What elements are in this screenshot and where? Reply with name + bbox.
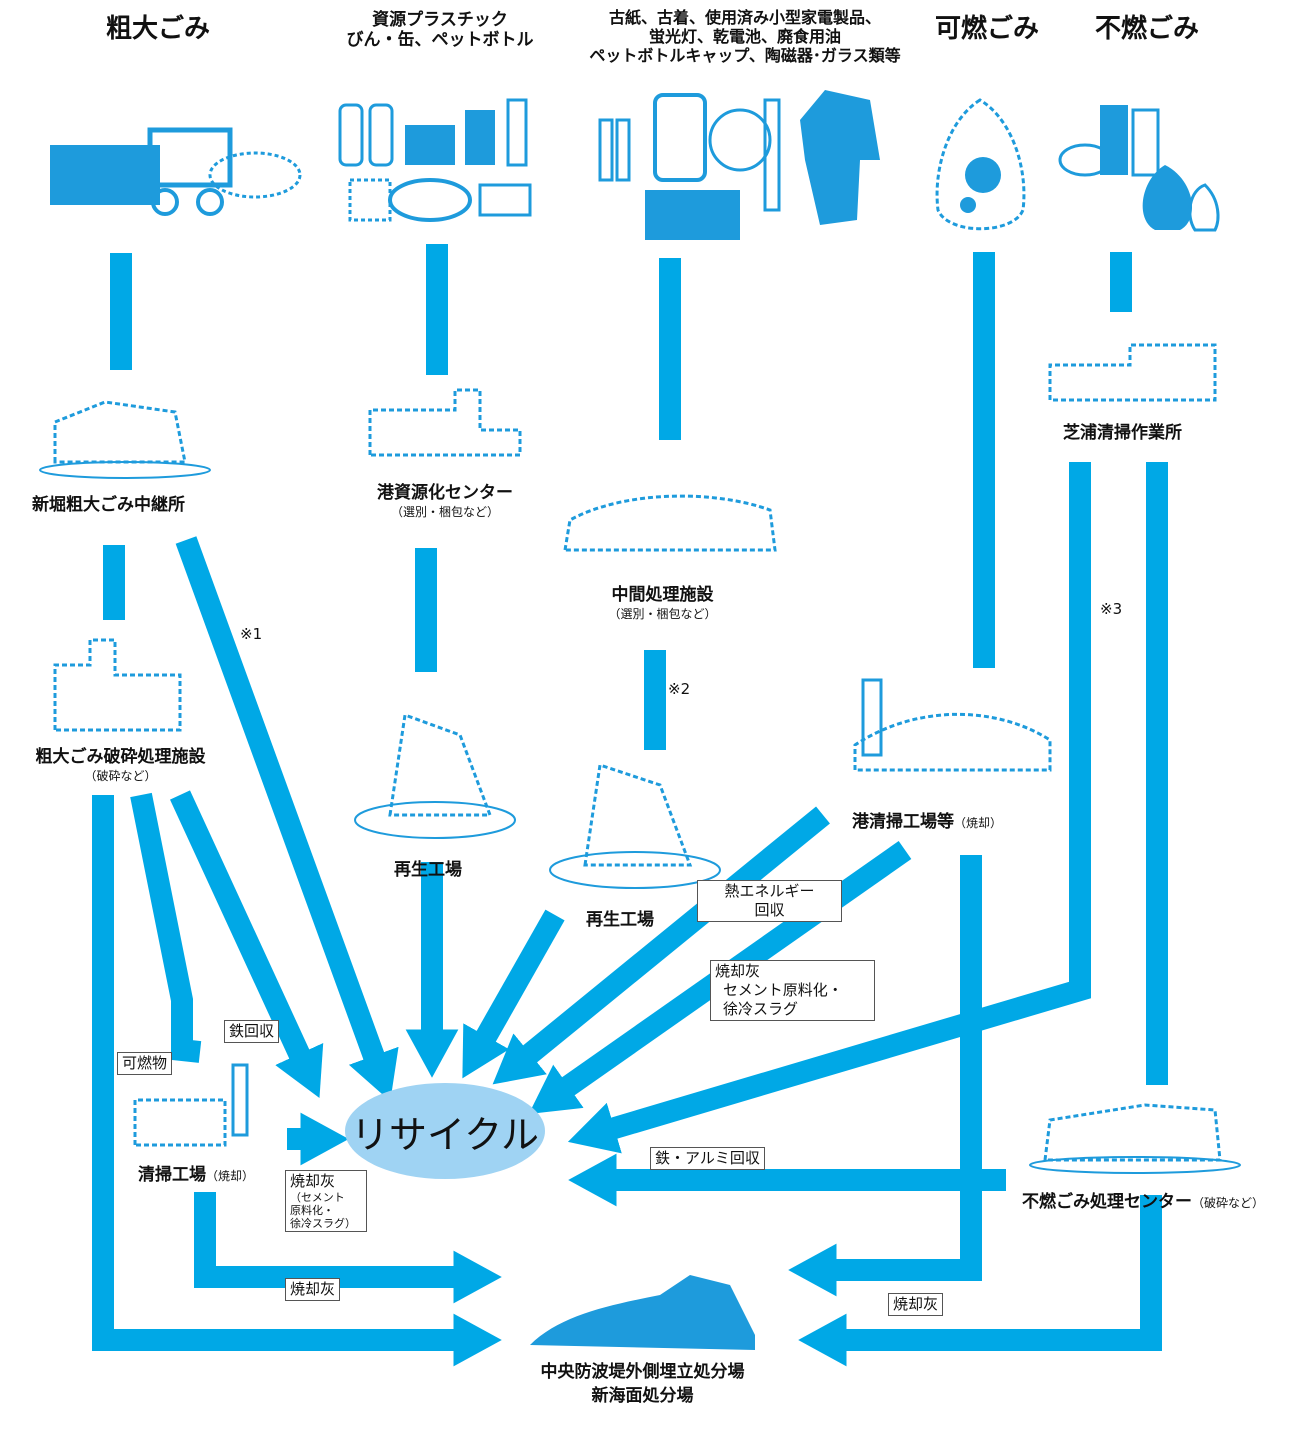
facility-minato-incinerator: 港清掃工場等（焼却） (852, 807, 1002, 832)
arrow-heat-recovery (492, 806, 830, 1085)
facility-nonburnable-center-name: 不燃ごみ処理センター (1022, 1192, 1192, 1212)
arrow-shinbori-recycle (175, 536, 399, 1102)
header-misc-line2: 蛍光灯、乾電池、廃食用油 (648, 27, 841, 46)
facility-intermediate-name: 中間処理施設 (611, 585, 714, 605)
label-ash-small-title: 焼却灰 (290, 1172, 336, 1190)
arrow-crushing-iron (170, 790, 324, 1098)
label-ash-cement-line2: 徐冷スラグ (723, 1000, 799, 1018)
label-heat-line1: 熱エネルギー (724, 882, 815, 900)
facility-crushing-sub: （破砕など） (84, 769, 157, 783)
bottles-illustration (338, 98, 532, 222)
header-nonburnable: 不燃ごみ (1095, 14, 1200, 44)
minato-incinerator-illustration (853, 678, 1052, 772)
intermediate-building-illustration (563, 494, 777, 552)
arrow-shibaura-recycle (567, 462, 1091, 1154)
facility-crushing-name: 粗大ごみ破砕処理施設 (35, 747, 206, 767)
label-heat-recovery: 熱エネルギー 回収 (697, 880, 842, 922)
facility-shinbori: 新堀粗大ごみ中継所 (32, 495, 185, 515)
landfill-illustration (530, 1275, 755, 1350)
label-ash-small-line2: 原料化・ (290, 1204, 334, 1217)
recycle-center-label: リサイクル (350, 1112, 540, 1157)
label-ash-right: 焼却灰 (888, 1293, 944, 1316)
header-misc-line3: ペットボトルキャップ、陶磁器･ガラス類等 (589, 46, 901, 65)
facility-landfill-line2: 新海面処分場 (591, 1386, 694, 1406)
shibaura-building-illustration (1048, 343, 1217, 402)
facility-incinerator-sub: （焼却） (206, 1169, 255, 1183)
label-combustibles: 可燃物 (117, 1052, 173, 1075)
nonburnable-items-illustration (1058, 105, 1220, 232)
incinerator-illustration (133, 1063, 249, 1147)
crushing-building-illustration (53, 638, 182, 732)
facility-intermediate: 中間処理施設 （選別・梱包など） (580, 580, 745, 622)
facility-crushing: 粗大ごみ破砕処理施設 （破砕など） (8, 742, 233, 784)
minato-resource-building-illustration (368, 388, 522, 457)
facility-nonburnable-center-sub: （破砕など） (1192, 1196, 1265, 1210)
label-iron-recovery: 鉄回収 (224, 1020, 280, 1043)
header-oversized: 粗大ごみ (106, 14, 211, 44)
header-misc-line1: 古紙、古着、使用済み小型家電製品、 (608, 8, 881, 27)
label-ash-left: 焼却灰 (285, 1278, 341, 1301)
label-ash-cement-line1: セメント原料化・ (723, 981, 843, 999)
header-burnable: 可燃ごみ (935, 14, 1040, 44)
note-2: ※2 (668, 680, 691, 698)
burnable-bag-illustration (935, 98, 1026, 231)
arrow-incinerator-landfill (194, 1192, 502, 1304)
label-ash-small-line3: 徐冷スラグ） (290, 1217, 356, 1230)
facility-nonburnable-center: 不燃ごみ処理センター（破砕など） (1022, 1187, 1264, 1212)
facility-incinerator-name: 清掃工場 (138, 1165, 206, 1185)
header-resources-line1: 資源プラスチック (372, 10, 508, 30)
arrow-nonburnable-landfill (798, 1195, 1162, 1367)
recycle-plant-2-illustration (549, 763, 721, 889)
facility-landfill: 中央防波堤外側埋立処分場 新海面処分場 (520, 1360, 765, 1408)
facility-shibaura: 芝浦清掃作業所 (1063, 423, 1182, 443)
facility-minato-resource-name: 港資源化センター (377, 483, 513, 503)
facility-minato-resource-sub: （選別・梱包など） (390, 505, 499, 519)
label-ash-cement: 焼却灰 セメント原料化・ 徐冷スラグ (710, 960, 875, 1021)
facility-minato-resource: 港資源化センター （選別・梱包など） (355, 478, 535, 520)
misc-items-illustration (598, 90, 880, 240)
header-resources: 資源プラスチック びん・缶、ペットボトル (340, 10, 540, 50)
furniture-illustration (50, 127, 302, 216)
arrow-recycle-plant-2 (462, 909, 565, 1079)
connector-combustibles (130, 792, 202, 1063)
label-iron-aluminum: 鉄・アルミ回収 (650, 1147, 765, 1170)
shinbori-building-illustration (39, 400, 211, 479)
facility-intermediate-sub: （選別・梱包など） (608, 607, 717, 621)
facility-landfill-line1: 中央防波堤外側埋立処分場 (540, 1362, 745, 1382)
note-1: ※1 (240, 625, 263, 643)
facility-recycle-plant-1: 再生工場 (394, 860, 462, 880)
facility-incinerator: 清掃工場（焼却） (138, 1160, 254, 1185)
label-ash-small-line1: （セメント (290, 1191, 345, 1204)
label-ash-cement-title: 焼却灰 (715, 962, 761, 980)
nonburnable-center-illustration (1029, 1103, 1241, 1174)
label-ash-small: 焼却灰 （セメント 原料化・ 徐冷スラグ） (285, 1170, 367, 1232)
recycle-center: リサイクル (345, 1083, 545, 1179)
facility-recycle-plant-2: 再生工場 (586, 910, 654, 930)
arrow-minato-landfill (788, 855, 982, 1297)
facility-minato-incinerator-sub: （焼却） (954, 816, 1003, 830)
header-resources-line2: びん・缶、ペットボトル (346, 30, 534, 50)
header-misc: 古紙、古着、使用済み小型家電製品、 蛍光灯、乾電池、廃食用油 ペットボトルキャッ… (580, 8, 910, 65)
arrow-crushing-landfill (92, 795, 502, 1367)
facility-minato-incinerator-name: 港清掃工場等 (852, 812, 954, 832)
recycle-plant-1-illustration (354, 712, 516, 839)
note-3: ※3 (1100, 600, 1123, 618)
label-heat-line2: 回収 (754, 901, 785, 919)
